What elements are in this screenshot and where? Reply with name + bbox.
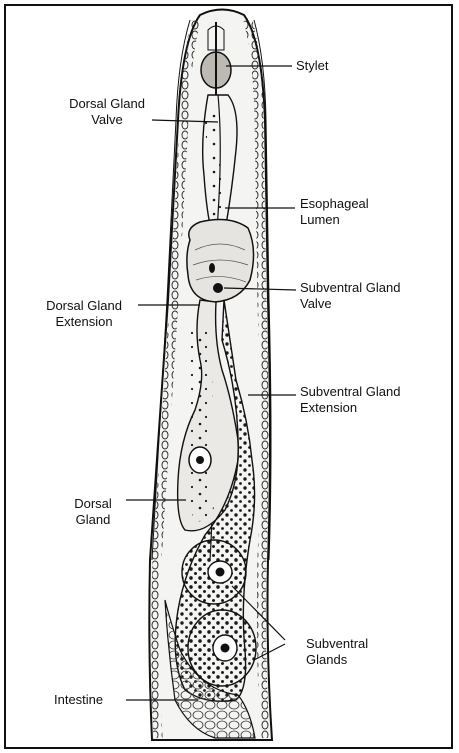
label-dorsal-gland: Dorsal Gland xyxy=(58,496,128,528)
subventral-valve-dot xyxy=(213,283,223,293)
label-esophageal-lumen: Esophageal Lumen xyxy=(300,196,369,228)
label-subventral-glands: Subventral Glands xyxy=(306,636,368,668)
label-subventral-gland-valve: Subventral Gland Valve xyxy=(300,280,400,312)
label-intestine: Intestine xyxy=(54,692,103,708)
label-subventral-gland-extension: Subventral Gland Extension xyxy=(300,384,400,416)
label-dorsal-gland-valve: Dorsal Gland Valve xyxy=(52,96,162,128)
label-stylet: Stylet xyxy=(296,58,329,74)
label-dorsal-gland-extension: Dorsal Gland Extension xyxy=(24,298,144,330)
